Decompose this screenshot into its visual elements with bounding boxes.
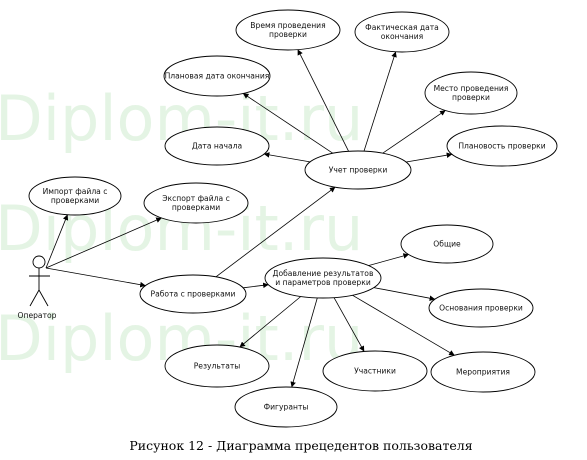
connectors: [45, 49, 455, 388]
use-case-osnovaniya: Основания проверки: [428, 288, 534, 328]
connector-uchet-to-planovost: [406, 152, 453, 163]
connector-dobavlenie-to-meropriyatiya: [352, 294, 455, 356]
use-case-ellipse: [322, 350, 428, 392]
use-case-data-nachala: Дата начала: [164, 126, 270, 166]
use-case-ellipse: [139, 274, 247, 314]
use-case-ellipse: [164, 126, 270, 166]
connector-dobavlenie-to-osnovaniya: [373, 287, 436, 301]
connector-dobavlenie-to-figuranty: [290, 297, 318, 388]
use-case-label: Экспорт файла с: [162, 194, 230, 203]
figure-caption: Рисунок 12 - Диаграмма прецедентов польз…: [129, 438, 472, 453]
use-case-label: Мероприятия: [456, 368, 510, 377]
use-case-meropriyatiya: Мероприятия: [430, 351, 536, 393]
use-case-label: проверками: [172, 203, 220, 212]
use-case-ellipse: [163, 55, 271, 97]
use-case-label: Время проведения: [250, 21, 325, 30]
connector-dobavlenie-to-uchastniki: [333, 297, 365, 352]
use-case-label: окончания: [381, 32, 423, 41]
use-case-ellipse: [28, 176, 122, 216]
use-case-figuranty: Фигуранты: [234, 386, 338, 428]
actor-leg-right: [38, 289, 49, 307]
connector-actor-to-rabota: [45, 267, 146, 288]
use-case-ellipse: [428, 288, 534, 328]
use-case-label: Добавление результатов: [273, 269, 374, 278]
actor-operator: [29, 255, 50, 307]
use-case-label: Фигуранты: [264, 403, 309, 412]
connector-uchet-to-fakt: [363, 51, 397, 152]
connector-rabota-to-dobavlenie: [243, 282, 269, 289]
connector-uchet-to-data_nachala: [263, 152, 311, 163]
actor-head: [32, 255, 46, 269]
use-case-label: Работа с проверками: [151, 290, 236, 299]
connector-dobavlenie-to-obschie: [368, 253, 409, 266]
use-case-ellipse: [446, 125, 558, 167]
connector-uchet-to-planovaya: [242, 93, 334, 154]
use-case-ellipse: [264, 257, 382, 299]
use-case-ellipse: [354, 11, 450, 53]
use-case-label: Дата начала: [192, 142, 242, 151]
use-case-ellipse: [304, 150, 412, 190]
use-case-uchet: Учет проверки: [304, 150, 412, 190]
use-case-ellipse: [430, 351, 536, 393]
actor-label: Оператор: [18, 311, 57, 320]
use-case-label: и параметров проверки: [275, 278, 371, 287]
use-case-label: проверками: [51, 196, 99, 205]
use-case-label: Плановая дата окончания: [165, 72, 270, 81]
actor-leg-left: [29, 289, 40, 307]
use-case-label: Общие: [433, 240, 461, 249]
use-case-ellipse: [424, 71, 518, 115]
connector-rabota-to-uchet: [215, 186, 336, 278]
use-case-label: проверки: [452, 93, 490, 102]
connector-actor-to-export: [45, 217, 162, 269]
use-case-label: Фактическая дата: [365, 23, 439, 32]
use-case-label: Плановость проверки: [458, 142, 545, 151]
use-case-label: Учет проверки: [329, 166, 388, 175]
use-case-ellipse: [234, 386, 338, 428]
use-case-label: Импорт файла с: [43, 187, 108, 196]
use-case-ellipse: [235, 9, 341, 51]
use-case-label: проверки: [269, 30, 307, 39]
use-case-uchastniki: Участники: [322, 350, 428, 392]
connector-actor-to-import: [45, 214, 69, 269]
connector-uchet-to-vremya: [297, 49, 349, 152]
use-case-label: Результаты: [194, 362, 241, 371]
use-case-label: Место проведения: [434, 84, 509, 93]
connector-uchet-to-mesto: [382, 110, 446, 154]
use-case-label: Участники: [354, 367, 396, 376]
use-case-ellipse: [164, 344, 270, 388]
use-case-ellipse: [143, 182, 249, 224]
watermark: Diplom-it.ru Diplom-it.ru Diplom-it.ru: [0, 82, 363, 375]
use-case-planovost: Плановость проверки: [446, 125, 558, 167]
use-case-ellipse: [400, 224, 494, 264]
use-case-planovaya: Плановая дата окончания: [163, 55, 271, 97]
use-case-rezultaty: Результаты: [164, 344, 270, 388]
use-case-obschie: Общие: [400, 224, 494, 264]
use-case-label: Основания проверки: [439, 304, 523, 313]
connector-dobavlenie-to-rezultaty: [239, 296, 302, 348]
use-case-rabota: Работа с проверками: [139, 274, 247, 314]
